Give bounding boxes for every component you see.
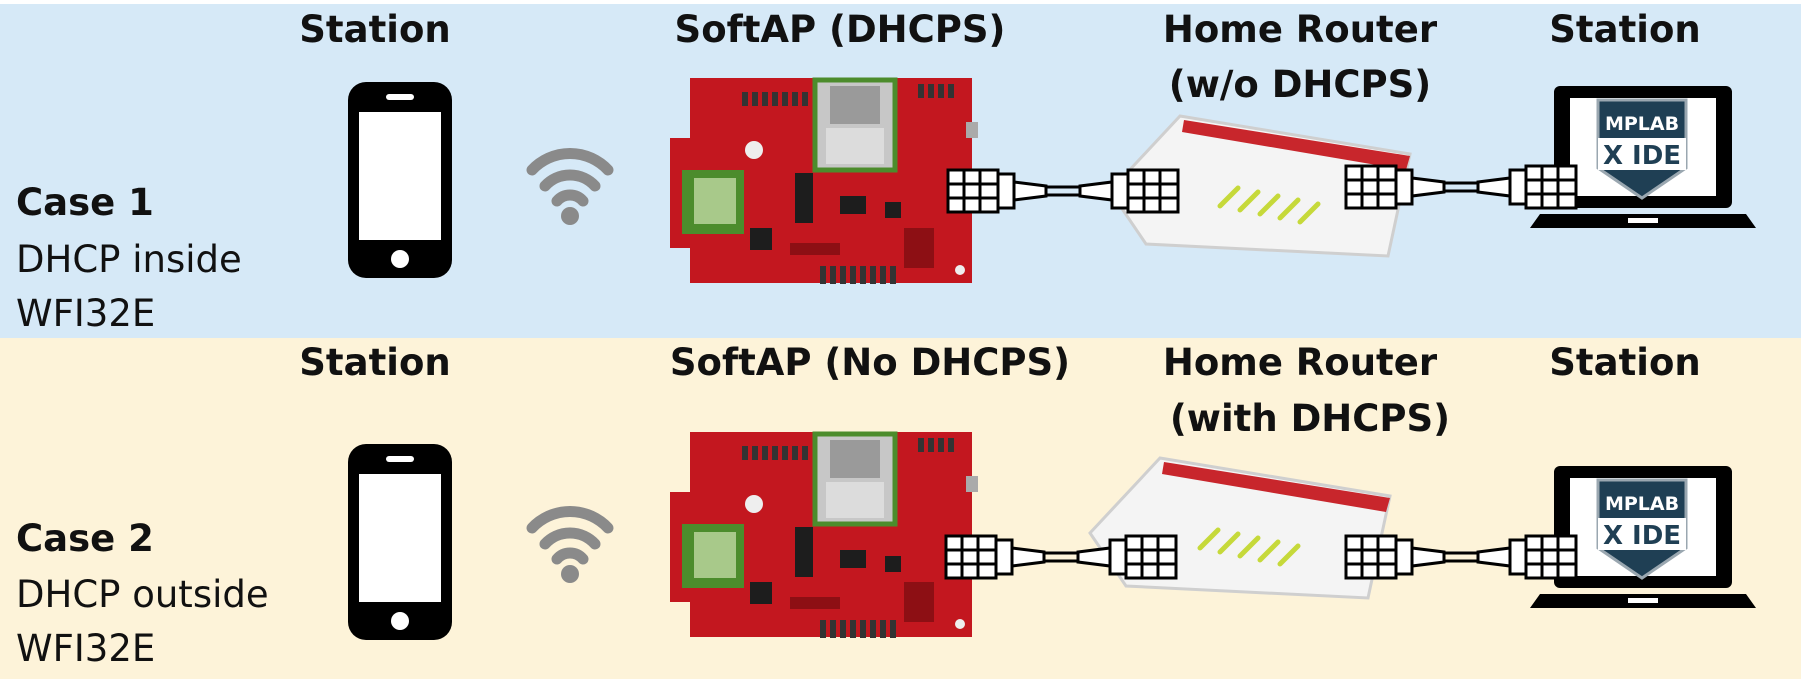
case2-logo-line1: MPLAB [1605,493,1679,515]
case1-router-label-line1: Home Router [1162,8,1438,51]
case1-desc-line2: WFI32E [16,292,156,335]
case1-title: Case 1 [16,181,154,224]
case1-board [670,78,978,284]
case2-smartphone-icon [348,444,452,640]
case2-desc-line2: WFI32E [16,627,156,670]
case1-desc-line1: DHCP inside [16,238,242,281]
case2-router-label-line2: (with DHCPS) [1169,397,1451,440]
case1-station-right-label: Station [1549,8,1701,51]
case2-title: Case 2 [16,517,154,560]
case2-softap-label: SoftAP (No DHCPS) [669,341,1071,384]
case2-desc-line1: DHCP outside [16,573,269,616]
case1-smartphone-icon [348,82,452,278]
case2-mplab-logo: MPLAB X IDE [1596,478,1688,580]
case2-station-left-label: Station [299,341,451,384]
case1-logo-line1: MPLAB [1605,113,1679,135]
case2-station-right-label: Station [1549,341,1701,384]
case2-board [670,432,978,638]
case2-logo-line2: X IDE [1603,521,1681,551]
case1-mplab-logo: MPLAB X IDE [1596,98,1688,200]
case1-softap-label: SoftAP (DHCPS) [674,8,1006,51]
case1-logo-line2: X IDE [1603,141,1681,171]
case1-router-label-line2: (w/o DHCPS) [1168,63,1432,106]
case1-station-left-label: Station [299,8,451,51]
case2-router-label-line1: Home Router [1162,341,1438,384]
